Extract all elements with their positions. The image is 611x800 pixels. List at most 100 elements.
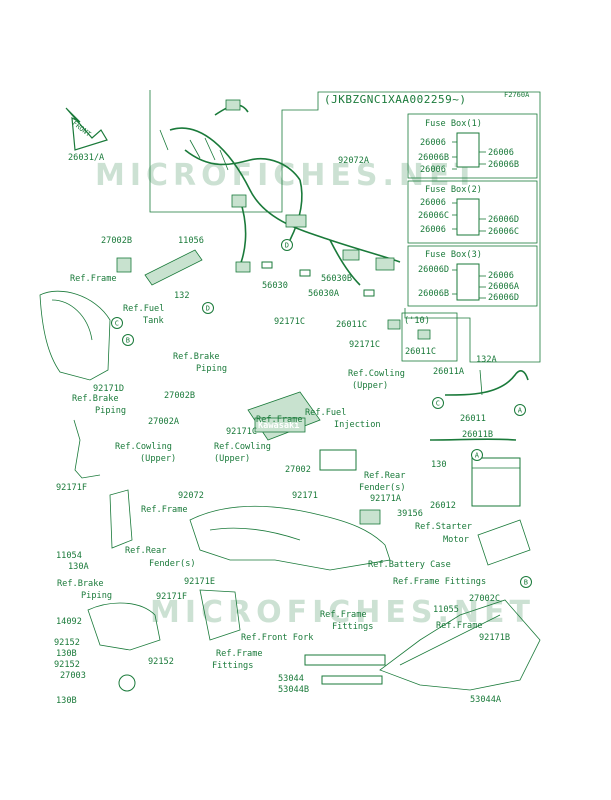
front-fork-outline — [199, 589, 241, 641]
fuse-box-1-left-2: 26006 — [420, 165, 446, 175]
part-label-l-refframe5: Ref.Frame — [436, 621, 483, 631]
part-label-l-piping3: Piping — [81, 591, 112, 601]
part-label-l-refframe4: Ref.Frame — [320, 610, 367, 620]
part-label-l-92152a: 92152 — [54, 638, 80, 648]
part-label-l-fittings3: Fittings — [212, 661, 253, 671]
part-label-l-92171c3: 92171C — [226, 427, 257, 437]
callout-c-b2: B — [520, 576, 532, 588]
fuse-box-1-left-1: 26006B — [418, 153, 449, 163]
callout-circle-icon — [122, 334, 134, 346]
callout-letter: D — [206, 305, 210, 313]
fuse-box-2-left-2: 26006 — [420, 225, 446, 235]
year-inset-box — [401, 312, 458, 362]
cable-26011b — [429, 438, 517, 441]
callout-letter: B — [126, 337, 130, 345]
battery-case-outline — [477, 519, 531, 566]
part-label-l-fenders1: Fender(s) — [359, 483, 406, 493]
callout-letter: C — [436, 400, 440, 408]
part-label-l-refcowl2: Ref.Cowling — [115, 442, 172, 452]
callout-letter: A — [475, 452, 480, 460]
fuse-box-3-right-2: 26006D — [488, 293, 519, 303]
fuse-box-2-title: Fuse Box(2) — [425, 185, 482, 195]
part-label-l-reffuel: Ref.Fuel — [123, 304, 164, 314]
part-label-l-refbrake1: Ref.Brake — [173, 352, 220, 362]
callout-circle-icon — [281, 239, 293, 251]
part-label-l-26031a: 26031/A — [68, 153, 105, 163]
part-label-l-refframe3: Ref.Frame — [141, 505, 188, 515]
callout-letter: A — [518, 407, 523, 415]
part-label-l-piping2: Piping — [95, 406, 126, 416]
callout-c-b1: B — [122, 334, 134, 346]
part-label-l-92171e: 92171E — [184, 577, 215, 587]
part-label-l-130b2: 130B — [56, 696, 77, 706]
part-label-l-27002b: 27002B — [164, 391, 195, 401]
brand-badge-text: Kawasaki — [258, 420, 299, 431]
bracket-11054-outline — [109, 489, 133, 549]
rear-frame-outline — [379, 599, 541, 691]
rear-fender-outline — [189, 505, 391, 571]
part-label-l-upper2: (Upper) — [140, 454, 176, 464]
part-label-l-injection: Injection — [334, 420, 381, 430]
fuel-tank-outline — [39, 290, 111, 381]
plate-53044b-icon — [321, 675, 383, 685]
figure-code: F2760A — [504, 91, 530, 99]
part-label-l-refframe1: Ref.Frame — [70, 274, 117, 284]
fuse-box-2-left-1: 26006C — [418, 211, 449, 221]
part-label-l-refcowl3: Ref.Cowling — [214, 442, 271, 452]
part-label-l-130a: 130A — [68, 562, 90, 572]
part-label-l-motor: Motor — [443, 535, 469, 545]
part-label-l-39156: 39156 — [397, 509, 423, 519]
part-label-l-53044b: 53044B — [278, 685, 309, 695]
fuse-box-3-right-0: 26006 — [488, 271, 514, 281]
fuse-box-3-right-1: 26006A — [488, 282, 520, 292]
fuse-box-3-left-0: 26006D — [418, 265, 449, 275]
bracket-11056-icon — [144, 249, 203, 286]
part-label-l-27002a: 27002A — [148, 417, 180, 427]
part-label-l-92171f1: 92171F — [56, 483, 87, 493]
callout-circle-icon — [514, 404, 526, 416]
callout-c-a1: A — [514, 404, 526, 416]
callout-circle-icon — [202, 302, 214, 314]
relay-27002b-icon — [116, 257, 132, 273]
part-label-l-refframefit1: Ref.Frame Fittings — [393, 577, 486, 587]
part-label-l-11054: 11054 — [56, 551, 82, 561]
callout-letter: D — [285, 242, 289, 250]
part-label-l-92072a: 92072A — [338, 156, 370, 166]
front-arrow-icon: FRONT — [65, 107, 108, 151]
callout-c-a2: A — [471, 449, 483, 461]
part-label-l-refbattery: Ref.Battery Case — [368, 560, 451, 570]
part-label-l-56030a: 56030A — [308, 289, 340, 299]
part-label-l-reffuelinj: Ref.Fuel — [305, 408, 346, 418]
part-label-l-92171: 92171 — [292, 491, 318, 501]
connector-26011c-icon — [417, 329, 431, 340]
part-label-l-53044: 53044 — [278, 674, 304, 684]
callout-circle-icon — [111, 317, 123, 329]
callout-circle-icon — [520, 576, 532, 588]
relay-27002-icon — [319, 449, 357, 471]
fuse-box-3-left-1: 26006B — [418, 289, 449, 299]
part-label-l-130b1: 130B — [56, 649, 77, 659]
part-label-l-132a: 132A — [476, 355, 498, 365]
part-label-l-refrear2: Ref.Rear — [125, 546, 166, 556]
part-label-l-92171f2: 92171F — [156, 592, 187, 602]
harness-frame-outline — [149, 90, 541, 363]
part-label-l-fenders2: Fender(s) — [149, 559, 196, 569]
part-label-l-tank: Tank — [143, 316, 165, 326]
part-label-l-upper3: (Upper) — [214, 454, 250, 464]
fuse-box-2-right-1: 26006C — [488, 227, 519, 237]
part-label-l-refcowl1: Ref.Cowling — [348, 369, 405, 379]
battery-26012-icon — [471, 457, 521, 507]
callout-c-d2: D — [202, 302, 214, 314]
part-label-l-92171d: 92171D — [93, 384, 124, 394]
plate-53044-icon — [304, 654, 386, 666]
fuse-box-2-panel: Fuse Box(2) 26006 26006C 26006 26006D 26… — [407, 180, 538, 244]
kawasaki-badge — [254, 417, 306, 433]
part-label-l-27003: 27003 — [60, 671, 86, 681]
fuse-box-1-title: Fuse Box(1) — [425, 119, 482, 129]
callout-c-c1: C — [111, 317, 123, 329]
main-wire-harness — [159, 99, 401, 330]
callout-circle-icon — [471, 449, 483, 461]
watermark-top: MICROFICHES.NET — [95, 158, 480, 193]
